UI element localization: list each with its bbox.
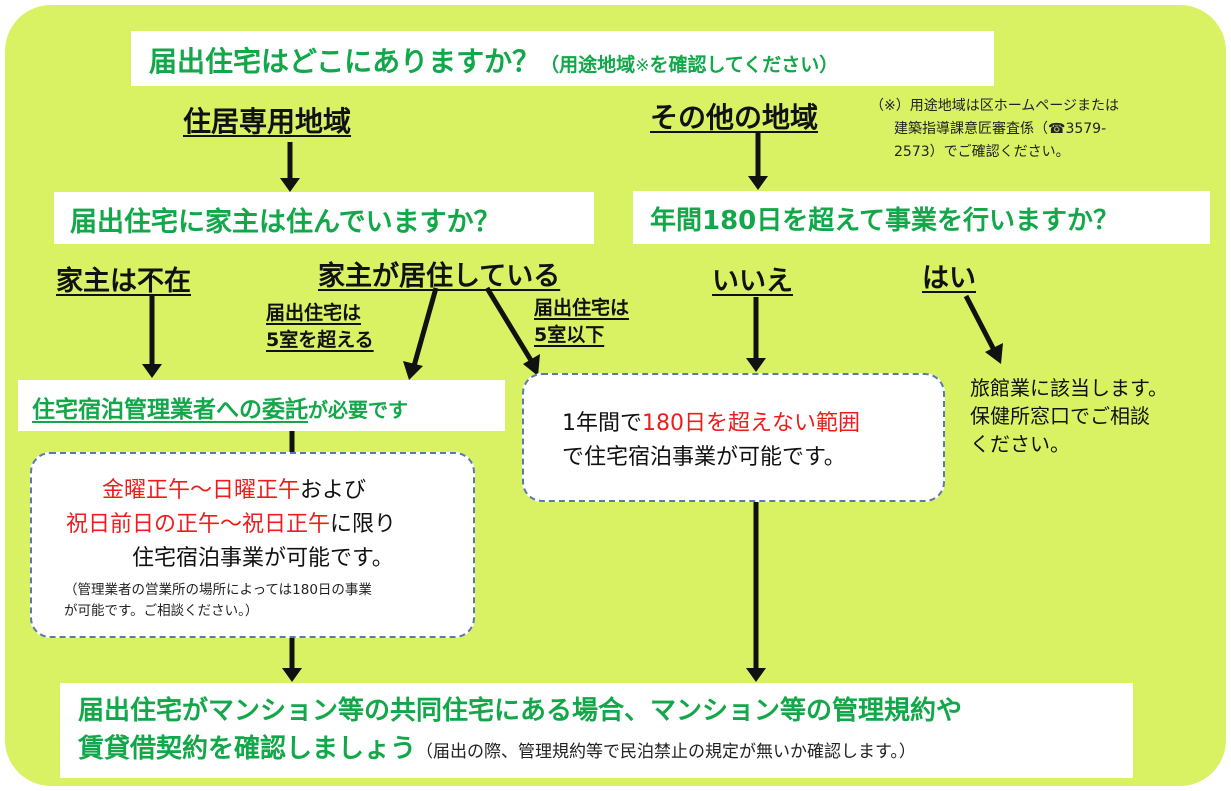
arrowhead-7	[985, 343, 1003, 364]
weekend-business-possible: 住宅宿泊事業が可能です。	[132, 546, 394, 571]
annual-limit-box: 1年間で180日を超えない範囲 で住宅宿泊事業が可能です。	[522, 373, 945, 502]
arrowhead-1	[280, 178, 300, 192]
under5-line2: 5室以下	[534, 324, 605, 346]
bottom-line2: 賃貸借契約を確認しましょう	[78, 734, 417, 764]
annual-business-possible: で住宅宿泊事業が可能です。	[562, 445, 846, 470]
ryokan-line3: ください。	[970, 432, 1070, 456]
other-area-label: その他の地域	[650, 101, 819, 134]
arrowhead-3	[142, 364, 162, 378]
footnote-line3: 2573）でご確認ください。	[894, 144, 1070, 160]
location-question-box: 届出住宅はどこにありますか？（用途地域※を確認してください）	[131, 31, 994, 86]
days-question: 年間180日を超えて事業を行いますか？	[650, 206, 1119, 236]
under5-rooms-label: 届出住宅は 5室以下	[534, 295, 629, 349]
residential-area-label: 住居専用地域	[183, 105, 352, 138]
over5-line1: 届出住宅は	[266, 302, 362, 324]
footnote-line2: 建築指導課意匠審査係（☎3579-	[894, 121, 1107, 137]
weekend-small-note2: が可能です。ご相談ください。）	[64, 603, 259, 619]
note-mark: ※	[635, 56, 650, 76]
arrow-yes-to-ryokan	[963, 294, 997, 352]
arrowhead-9	[746, 668, 766, 682]
weekend-small-note1: （管理業者の営業所の場所によっては180日の事業	[64, 582, 372, 598]
arrowhead-2	[748, 176, 768, 190]
holiday-limit: に限り	[330, 512, 397, 537]
ryokan-note: 旅館業に該当します。 保健所窓口でご相談 ください。	[970, 374, 1168, 458]
bottom-note: （届出の際、管理規約等で民泊禁止の規定が無いか確認します。）	[416, 742, 916, 762]
annual-limit-red: 180日を超えない範囲	[642, 411, 860, 436]
arrowhead-5	[523, 354, 540, 376]
arrowhead-6	[746, 358, 766, 372]
holiday-period: 祝日前日の正午～祝日正午	[66, 512, 331, 537]
footnote-line1: （※）用途地域は区ホームページまたは	[870, 98, 1120, 114]
under5-line1: 届出住宅は	[534, 297, 630, 319]
owner-resident-label: 家主が居住している	[318, 261, 561, 292]
over5-line2: 5室を超える	[266, 329, 374, 351]
resident-question-box: 届出住宅に家主は住んでいますか？	[54, 192, 594, 244]
bottom-line1: 届出住宅がマンション等の共同住宅にある場合、マンション等の管理規約や	[78, 696, 963, 726]
annual-prefix: 1年間で	[562, 411, 642, 436]
answer-no-label: いいえ	[712, 266, 793, 297]
over5-rooms-label: 届出住宅は 5室を超える	[266, 300, 374, 354]
weekend-and: および	[300, 478, 367, 503]
resident-question: 届出住宅に家主は住んでいますか？	[70, 207, 501, 238]
ryokan-line1: 旅館業に該当します。	[970, 376, 1168, 400]
arrowhead-8	[282, 668, 302, 682]
answer-yes-label: はい	[922, 263, 976, 294]
weekend-condition-box: 金曜正午～日曜正午および 祝日前日の正午～祝日正午に限り 住宅宿泊事業が可能です…	[30, 452, 475, 638]
location-question: 届出住宅はどこにありますか？	[149, 45, 541, 78]
weekend-period: 金曜正午～日曜正午	[102, 478, 301, 503]
owner-absent-label: 家主は不在	[56, 266, 191, 297]
arrowhead-4	[403, 361, 423, 380]
arrow-over5-to-delegation	[411, 287, 439, 367]
location-note: （用途地域	[540, 54, 636, 76]
ryokan-line2: 保健所窓口でご相談	[970, 404, 1150, 428]
bottom-advice-box: 届出住宅がマンション等の共同住宅にある場合、マンション等の管理規約や 賃貸借契約…	[60, 683, 1133, 778]
delegation-box: 住宅宿泊管理業者への委託が必要です	[18, 380, 505, 431]
delegation-tail: が必要です	[308, 398, 408, 422]
location-note-tail: を確認してください）	[649, 54, 839, 76]
footnote: （※）用途地域は区ホームページまたは 建築指導課意匠審査係（☎3579- 257…	[870, 95, 1200, 164]
arrow-under5-to-yearbox	[484, 286, 535, 364]
days-question-box: 年間180日を超えて事業を行いますか？	[633, 191, 1210, 244]
delegation-main: 住宅宿泊管理業者への委託	[32, 397, 308, 423]
